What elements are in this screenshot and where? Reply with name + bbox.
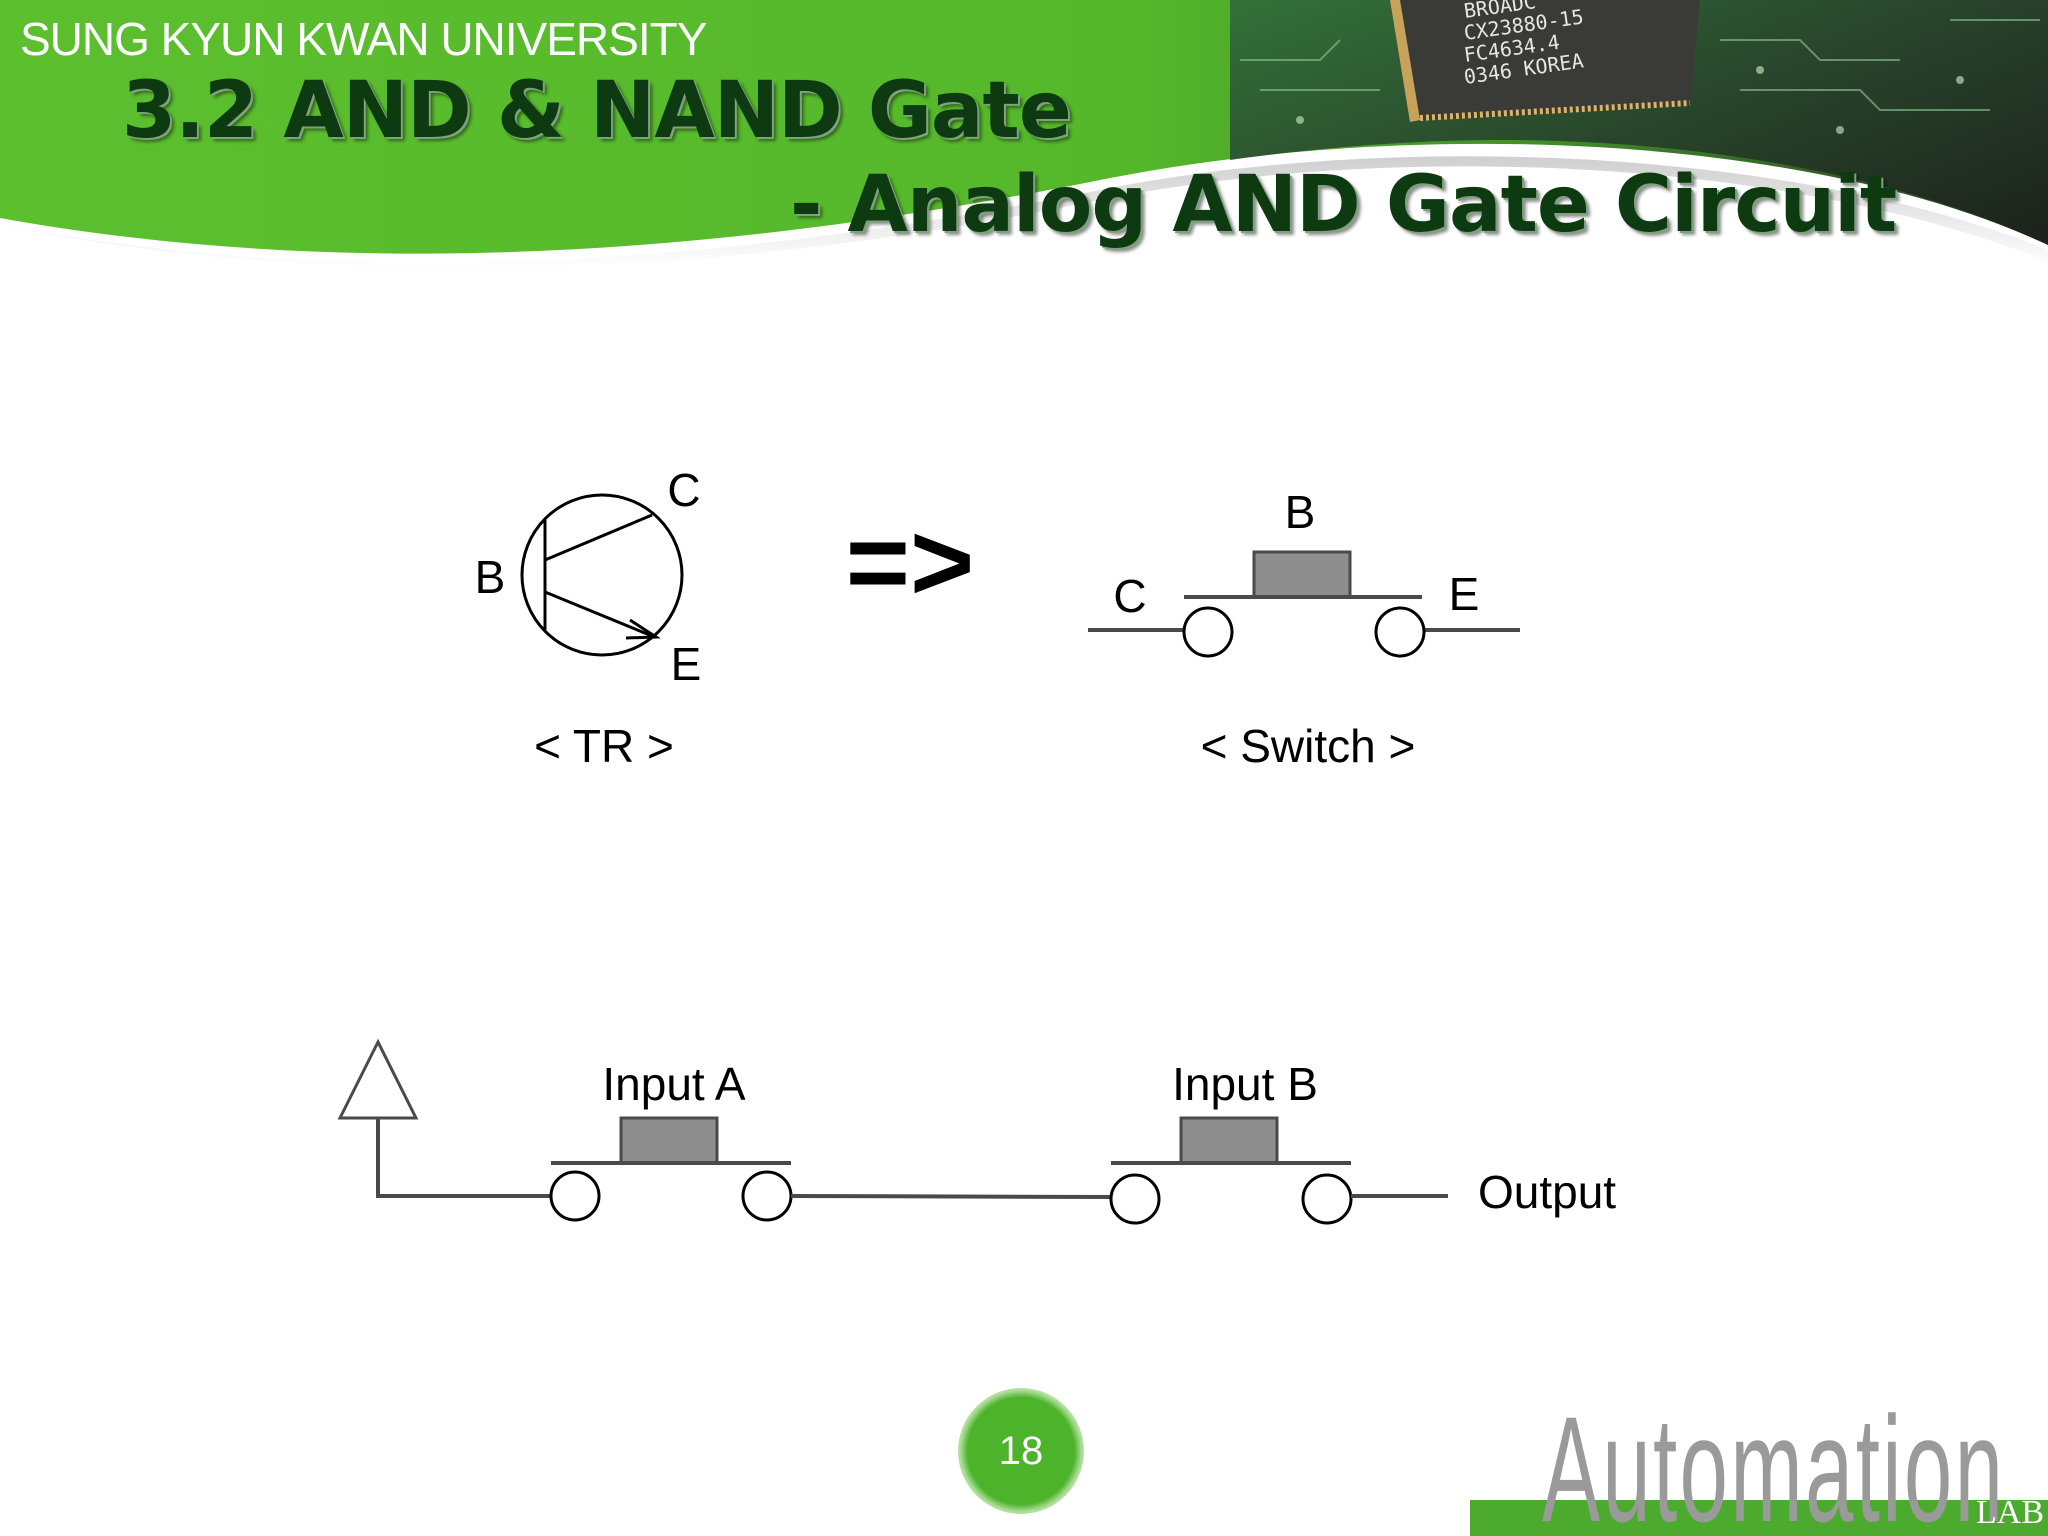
chip-image: BROADC CX23880-15 FC4634.4 0346 KOREA — [1390, 0, 1700, 122]
switch-a-terminal-left — [549, 1170, 601, 1222]
slide-title: 3.2 AND & NAND Gate — [122, 66, 1072, 156]
switch-b-terminal-left — [1109, 1173, 1161, 1225]
page-number-badge: 18 — [958, 1388, 1084, 1514]
switch-symbol — [1088, 550, 1520, 658]
power-supply-icon — [337, 1038, 419, 1120]
switch-a-terminal-right — [741, 1170, 793, 1222]
transistor-symbol — [520, 493, 684, 657]
transistor-circle — [520, 493, 684, 657]
header-banner: BROADC CX23880-15 FC4634.4 0346 KOREA — [0, 0, 2048, 320]
and-circuit — [337, 1038, 1448, 1225]
switch-a-button — [619, 1116, 719, 1165]
emitter-arrow-icon — [625, 618, 661, 640]
switch-label-e: E — [1449, 568, 1480, 620]
switch-terminal-right — [1374, 606, 1426, 658]
transistor-collector-lead — [544, 513, 653, 562]
switch-terminal-left — [1182, 606, 1234, 658]
logo-lab: LAB — [1976, 1494, 2044, 1531]
transistor-label-e: E — [671, 638, 702, 690]
switch-caption: < Switch > — [1201, 720, 1416, 772]
transistor-label-b: B — [475, 551, 506, 603]
switch-b-button — [1179, 1116, 1279, 1165]
switch-button — [1252, 550, 1352, 599]
page-number: 18 — [998, 1428, 1044, 1473]
input-b-label: Input B — [1172, 1058, 1318, 1110]
transistor-caption: < TR > — [534, 720, 674, 772]
equivalence-arrow: => — [846, 501, 974, 624]
logo-word: Automation — [1542, 1400, 2006, 1536]
output-label: Output — [1478, 1166, 1616, 1218]
university-name: SUNG KYUN KWAN UNIVERSITY — [20, 13, 707, 65]
switch-b-terminal-right — [1301, 1173, 1353, 1225]
transistor-emitter-lead — [544, 590, 653, 638]
slide-subtitle: - Analog AND Gate Circuit — [790, 160, 1897, 250]
automation-lab-logo: Automation LAB — [1470, 1400, 2048, 1536]
input-a-label: Input A — [602, 1058, 746, 1110]
logo-bar — [1470, 1500, 2048, 1536]
switch-label-c: C — [1113, 570, 1146, 622]
transistor-label-c: C — [667, 464, 700, 516]
switch-label-b: B — [1285, 486, 1316, 538]
